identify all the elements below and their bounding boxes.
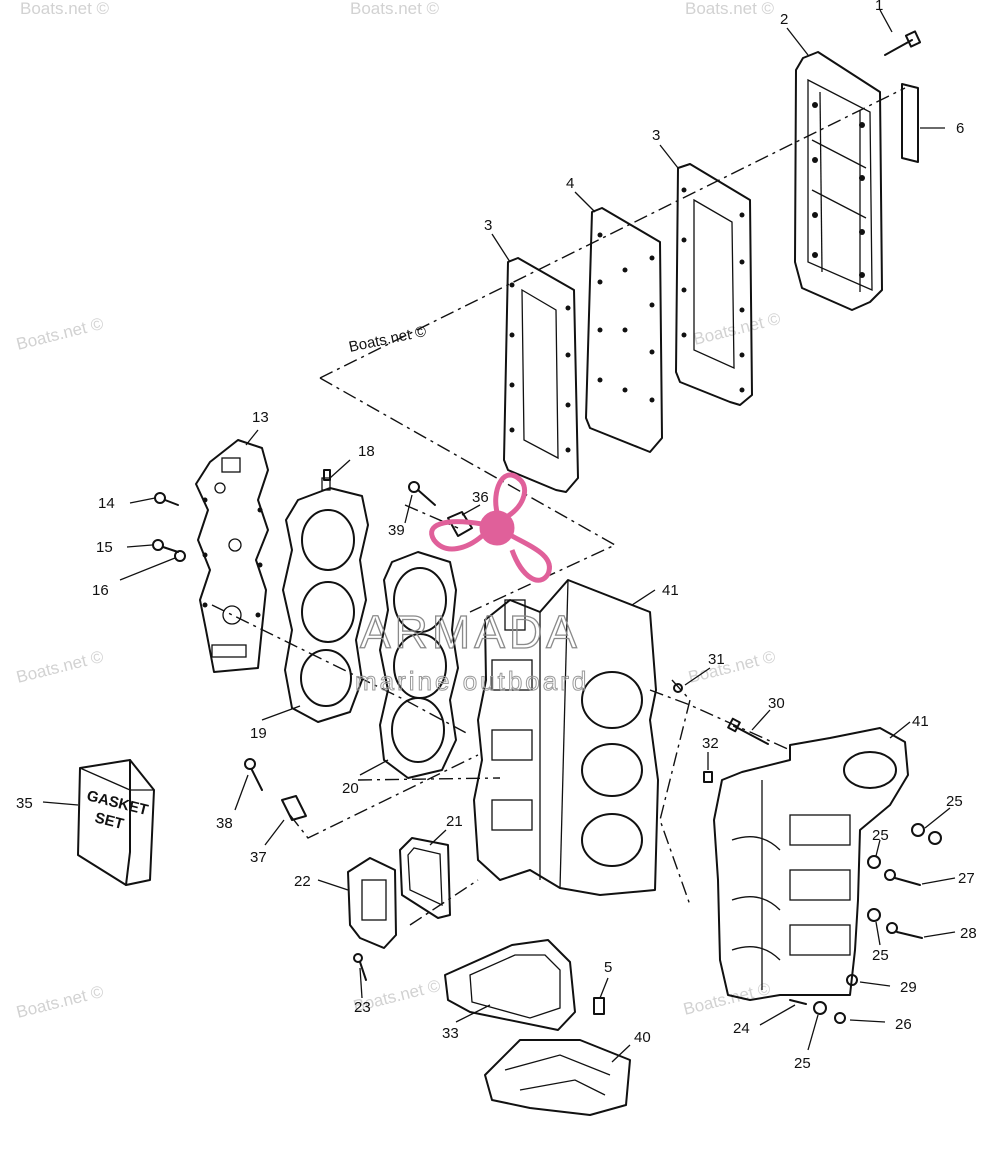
callout-labels: 1 2 3 3 4 5 6 13 14 15 16 18 19 20 21 22… [16,0,977,1072]
part-cylinder-head-19 [282,477,369,723]
callout-6: 6 [956,120,964,137]
callout-27: 27 [958,870,975,887]
callout-28: 28 [960,925,977,942]
small-parts [152,469,942,1116]
callout-18: 18 [358,443,375,460]
watermark-site-8: Boats.net © [14,982,105,1022]
callout-33: 33 [442,1025,459,1042]
callout-40: 40 [634,1029,651,1046]
part-crankcase-41 [713,727,909,1001]
callout-35: 35 [16,795,33,812]
callout-41-block: 41 [662,582,679,599]
watermark-site-4: Boats.net © [14,314,105,354]
watermark-site-5: Boats.net © [691,309,782,349]
callout-39: 39 [388,522,405,539]
callout-36: 36 [472,489,489,506]
callout-22: 22 [294,873,311,890]
watermark-site-1: Boats.net © [20,0,110,18]
part-exhaust-cover [794,51,883,311]
part-cylinder-block-41 [473,579,659,896]
callout-37: 37 [250,849,267,866]
callout-26: 26 [895,1016,912,1033]
alignment-lines [211,87,906,926]
callout-29: 29 [900,979,917,996]
callout-2: 2 [780,11,788,28]
callout-31: 31 [708,651,725,668]
callout-25-c: 25 [872,947,889,964]
callout-16: 16 [92,582,109,599]
callout-5: 5 [604,959,612,976]
callout-14: 14 [98,495,115,512]
callout-32: 32 [702,735,719,752]
watermark-site-2: Boats.net © [350,0,440,18]
brand-propeller-icon [429,472,552,583]
part-gasket-3-front [503,257,579,493]
part-head-gasket-20 [379,551,459,779]
part-plate-6 [901,83,919,163]
callout-3-front: 3 [484,217,492,234]
callout-3-rear: 3 [652,127,660,144]
callout-25-d: 25 [794,1055,811,1072]
watermark-site-7: Boats.net © [686,647,777,687]
callout-25-a: 25 [946,793,963,810]
leader-lines [42,9,956,1063]
callout-23: 23 [354,999,371,1016]
callout-19: 19 [250,725,267,742]
part-gasket-set-box-35: GASKET SET [77,759,155,886]
callout-25-b: 25 [872,827,889,844]
watermark-group: Boats.net © Boats.net © Boats.net © Boat… [14,0,782,1022]
callout-13: 13 [252,409,269,426]
callout-41-crankcase: 41 [912,713,929,730]
part-head-cover-13 [195,439,269,673]
watermark-site-3: Boats.net © [685,0,775,18]
callout-38: 38 [216,815,233,832]
brand-watermark: ARMADA marine outboard [355,472,589,697]
callout-15: 15 [96,539,113,556]
part-plate-4 [585,207,663,453]
callout-21: 21 [446,813,463,830]
watermark-site-6: Boats.net © [14,647,105,687]
callout-20: 20 [342,780,359,797]
callout-30: 30 [768,695,785,712]
diagram-copyright-label: Boats.net © [347,323,427,356]
callout-24: 24 [733,1020,750,1037]
gasket-set-box-line2: SET [93,809,125,833]
brand-subtitle: marine outboard [355,666,589,696]
callout-1: 1 [875,0,883,14]
callout-4: 4 [566,175,574,192]
brand-name: ARMADA [360,606,581,658]
part-bolt-1 [884,30,922,56]
part-gasket-3-rear [675,163,753,406]
